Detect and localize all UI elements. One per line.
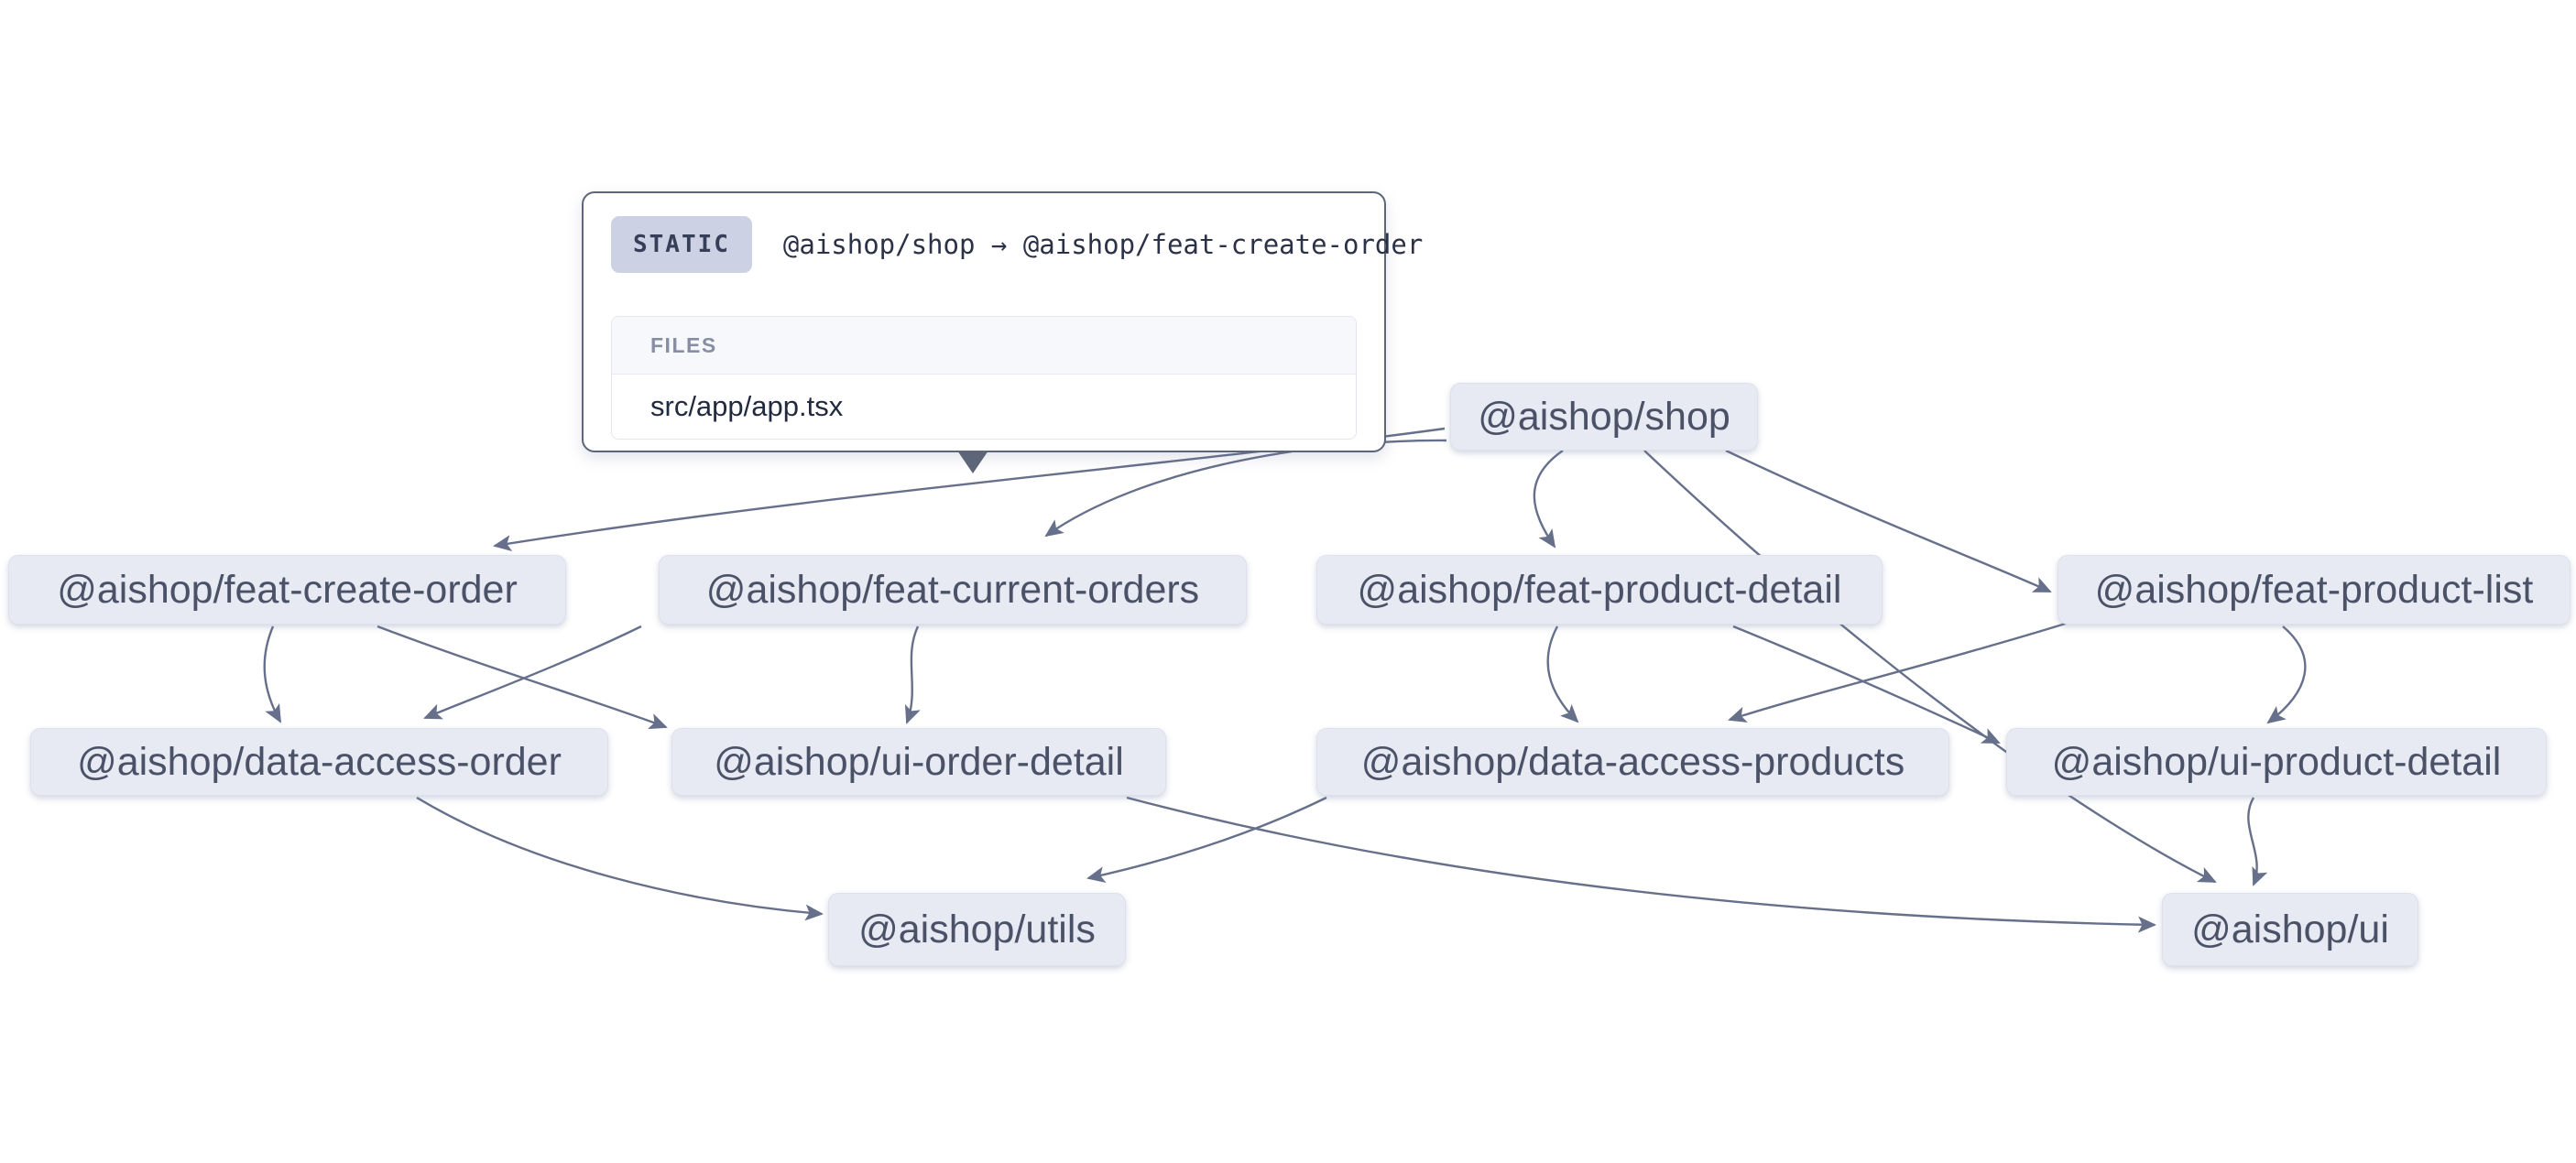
node-aishop-ui-product-detail[interactable]: @aishop/ui-product-detail (2006, 728, 2547, 796)
edge-feat-product-list-to-ui-product-detail[interactable] (2266, 625, 2307, 724)
node-aishop-ui-order-detail[interactable]: @aishop/ui-order-detail (671, 728, 1166, 796)
edge-data-access-order-to-utils[interactable] (416, 796, 824, 921)
node-aishop-shop[interactable]: @aishop/shop (1450, 383, 1758, 451)
edge-feat-product-detail-to-data-access-products[interactable] (1546, 625, 1579, 723)
edge-data-access-products-to-utils[interactable] (1086, 796, 1327, 883)
edge-feat-product-detail-to-ui-product-detail[interactable] (1732, 625, 2001, 745)
edge-tooltip-header: STATIC @aishop/shop → @aishop/feat-creat… (611, 216, 1423, 273)
edge-tooltip: STATIC @aishop/shop → @aishop/feat-creat… (582, 191, 1423, 452)
node-aishop-data-access-order[interactable]: @aishop/data-access-order (30, 728, 608, 796)
edge-relation-label: @aishop/shop → @aishop/feat-create-order (782, 229, 1424, 260)
edge-feat-current-orders-to-ui-order-detail[interactable] (904, 625, 921, 724)
node-aishop-feat-product-list[interactable]: @aishop/feat-product-list (2058, 555, 2571, 625)
node-aishop-feat-product-detail[interactable]: @aishop/feat-product-detail (1316, 555, 1883, 625)
edge-tooltip-caret (957, 451, 988, 473)
edge-ui-product-detail-to-ui[interactable] (2247, 797, 2268, 886)
edge-file-path: src/app/app.tsx (650, 389, 844, 422)
node-aishop-ui[interactable]: @aishop/ui (2162, 893, 2418, 966)
edge-feat-product-list-to-data-access-products[interactable] (1728, 621, 2069, 723)
edge-ui-order-detail-to-ui[interactable] (1126, 796, 2156, 933)
edge-shop-to-feat-current-orders[interactable] (1044, 439, 1447, 538)
edge-feat-current-orders-to-data-access-order[interactable] (423, 625, 642, 720)
edge-files-header: FILES (612, 317, 1356, 375)
node-aishop-feat-current-orders[interactable]: @aishop/feat-current-orders (659, 555, 1247, 625)
edge-type-badge: STATIC (611, 216, 752, 273)
edge-feat-create-order-to-data-access-order[interactable] (263, 625, 282, 723)
edge-files-box: FILES src/app/app.tsx (611, 316, 1357, 440)
edge-shop-to-ui[interactable] (1643, 450, 2217, 884)
edge-shop-to-feat-product-detail[interactable] (1533, 450, 1564, 549)
node-aishop-data-access-products[interactable]: @aishop/data-access-products (1316, 728, 1949, 796)
node-aishop-utils[interactable]: @aishop/utils (828, 893, 1126, 966)
node-aishop-feat-create-order[interactable]: @aishop/feat-create-order (8, 555, 566, 625)
edge-shop-to-feat-product-list[interactable] (1725, 449, 2052, 593)
edge-feat-create-order-to-ui-order-detail[interactable] (377, 625, 668, 730)
